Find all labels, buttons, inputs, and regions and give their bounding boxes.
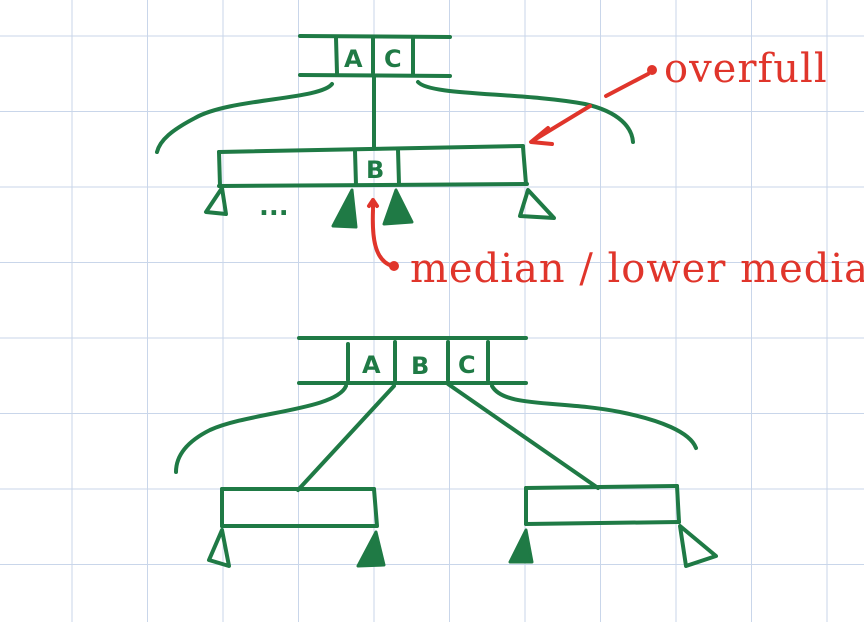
subtree-triangle-filled (356, 530, 386, 568)
median-box-left (353, 149, 358, 187)
top-root-key-a: A (344, 45, 363, 73)
bottom-tree: A B C (174, 336, 718, 568)
bottom-branch-to-left-node (296, 384, 396, 492)
right-child-bottom-line (524, 520, 681, 526)
overfull-arrow-upper (604, 72, 650, 98)
arrow-head (529, 126, 554, 146)
subtree-triangle-filled (382, 188, 414, 226)
overfull-annotation: overfull (529, 46, 828, 146)
top-root-divider-left (334, 36, 339, 75)
subtree-triangle-outline (207, 528, 231, 568)
subtree-triangle-outline (518, 188, 556, 220)
subtree-triangle-outline (678, 524, 718, 568)
bottom-left-child-node (220, 487, 379, 528)
overfull-node-left-edge (217, 150, 222, 188)
overfull-node-bottom-line (217, 182, 529, 188)
bottom-root-node: A B C (297, 336, 528, 385)
top-root-key-c: C (384, 45, 402, 73)
bottom-root-key-b: B (411, 352, 429, 380)
bottom-right-branch (490, 384, 698, 450)
bottom-root-key-c: C (458, 351, 476, 379)
subtree-triangle-outline (204, 186, 228, 216)
top-root-node: A C (298, 34, 452, 78)
bottom-root-key-a: A (362, 351, 381, 379)
median-box-right (396, 148, 401, 186)
top-right-branch (416, 80, 635, 144)
ellipsis: ... (259, 192, 289, 222)
overfull-label: overfull (664, 46, 828, 92)
subtree-triangle-filled (508, 528, 534, 564)
top-left-branch (155, 82, 334, 154)
median-key-b: B (366, 156, 384, 184)
median-arrow-head (367, 198, 379, 210)
subtree-triangle-filled (331, 188, 358, 229)
left-child-right-edge (372, 487, 379, 528)
annotation-dot (389, 261, 399, 271)
right-child-top-line (524, 484, 679, 490)
bottom-left-branch (174, 384, 348, 474)
median-label: median / lower median (410, 246, 864, 292)
bottom-branch-to-right-node (446, 382, 600, 490)
top-root-top-line (298, 34, 452, 39)
overfull-node-right-edge (521, 145, 528, 186)
median-arrow-shaft (370, 208, 394, 268)
top-overfull-node: B (217, 144, 529, 188)
overfull-node-top-line (217, 144, 525, 154)
annotation-dot (647, 65, 657, 75)
top-tree: A C B ... overfull (155, 34, 864, 292)
bottom-right-child-node (524, 484, 681, 526)
right-child-right-edge (675, 484, 681, 524)
median-annotation: median / lower median (367, 198, 864, 292)
